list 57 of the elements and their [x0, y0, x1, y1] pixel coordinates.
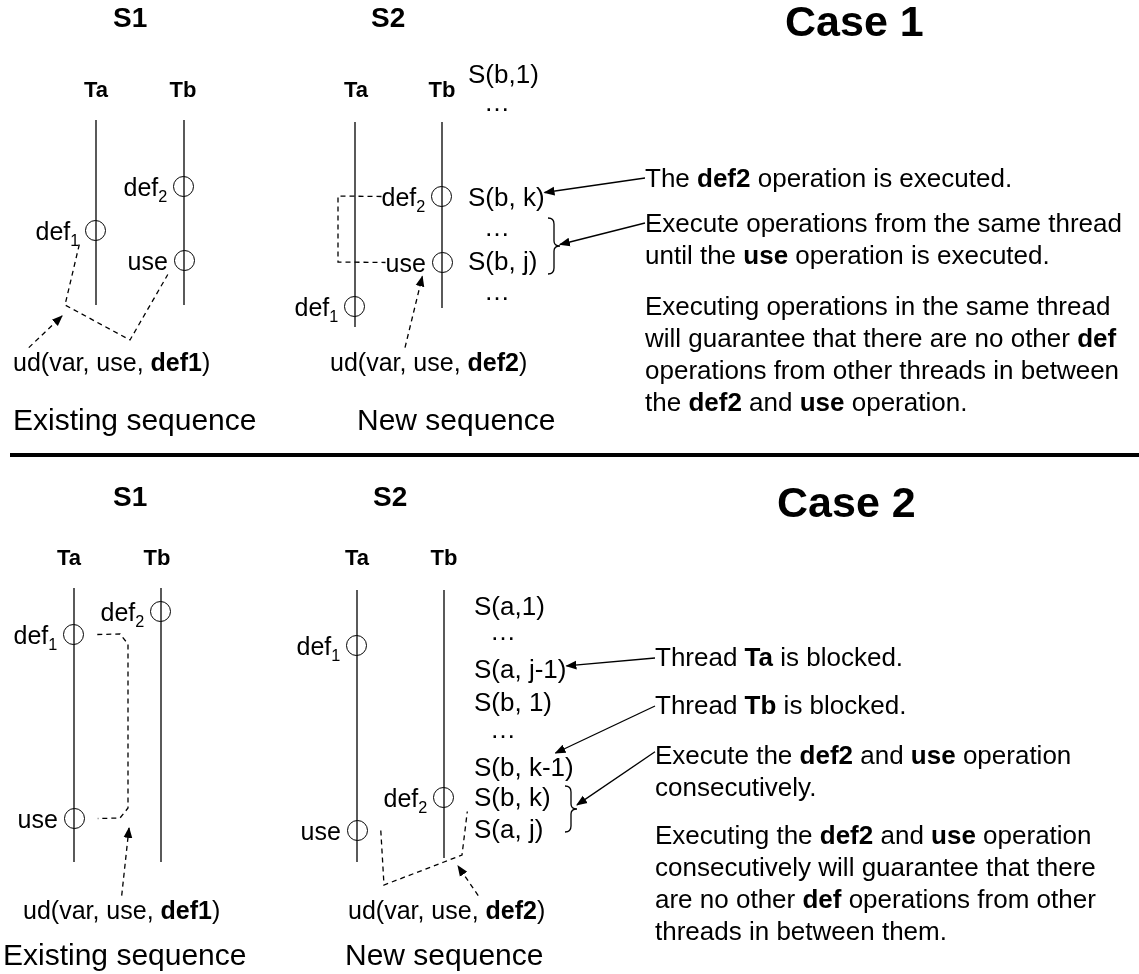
annotation-label: ud(var, use, def2) — [330, 347, 528, 377]
step-label: S(b, j) — [468, 247, 538, 277]
thread-label: Ta — [57, 545, 82, 571]
step-label: S(b,1) — [468, 60, 539, 90]
note-text: Executing the def2 and use operation consecutively will guarantee that there are no other def operations from other threads in between them. — [655, 819, 1097, 947]
annotation-label: ud(var, use, def1) — [13, 347, 211, 377]
note-text: Thread Ta is blocked. — [655, 643, 904, 673]
step-label: S(a, j) — [474, 815, 544, 845]
step-label: S(b, 1) — [474, 688, 553, 718]
arrow — [28, 315, 63, 349]
note-text: Thread Tb is blocked. — [655, 691, 907, 721]
note-text: Execute operations from the same thread until the use operation is executed. — [645, 207, 1139, 271]
ellipsis: … — [484, 277, 510, 307]
ellipsis: … — [490, 715, 516, 745]
arrow — [457, 865, 479, 897]
step-label: S(b, k-1) — [474, 753, 574, 783]
thread-label: Tb — [169, 77, 197, 103]
connector-line — [337, 195, 387, 264]
curly-brace — [547, 217, 561, 275]
connector-line — [64, 243, 169, 341]
step-label: S(a, j-1) — [474, 655, 567, 685]
panel-heading: S2 — [373, 480, 408, 514]
curly-brace — [564, 785, 578, 833]
panel-heading: S1 — [113, 480, 148, 514]
annotation-label: ud(var, use, def1) — [23, 895, 221, 925]
note-text: Executing operations in the same thread will guarantee that there are no other def operations from other threads in between the def2 and use operation. — [645, 290, 1121, 418]
arrow — [404, 275, 425, 349]
step-label: S(a,1) — [474, 592, 545, 622]
arrow — [543, 177, 646, 196]
arrow — [121, 826, 133, 897]
step-label: S(b, k) — [468, 183, 545, 213]
step-label: S(b, k) — [474, 783, 551, 813]
connector-line — [380, 810, 468, 886]
sequence-caption: New sequence — [345, 937, 544, 973]
annotation-label: ud(var, use, def2) — [348, 895, 546, 925]
sequence-caption: New sequence — [357, 402, 556, 438]
sequence-caption: Existing sequence — [3, 937, 247, 973]
ellipsis: … — [484, 213, 510, 243]
arrow — [554, 705, 656, 754]
thread-label: Ta — [345, 545, 370, 571]
thread-label: Tb — [143, 545, 171, 571]
note-text: The def2 operation is executed. — [645, 162, 1139, 194]
case-heading: Case 1 — [785, 0, 924, 47]
panel-heading: S1 — [113, 1, 148, 35]
sequence-caption: Existing sequence — [13, 402, 257, 438]
thread-label: Tb — [428, 77, 456, 103]
connector-line — [96, 633, 129, 820]
arrow — [565, 657, 656, 670]
note-text: Execute the def2 and use operation consecutively. — [655, 739, 1117, 803]
thread-label: Ta — [344, 77, 369, 103]
panel-heading: S2 — [371, 1, 406, 35]
arrow — [576, 751, 656, 806]
ellipsis: … — [484, 88, 510, 118]
thread-label: Tb — [430, 545, 458, 571]
arrow — [558, 222, 646, 247]
case-heading: Case 2 — [777, 478, 916, 528]
thread-label: Ta — [84, 77, 109, 103]
